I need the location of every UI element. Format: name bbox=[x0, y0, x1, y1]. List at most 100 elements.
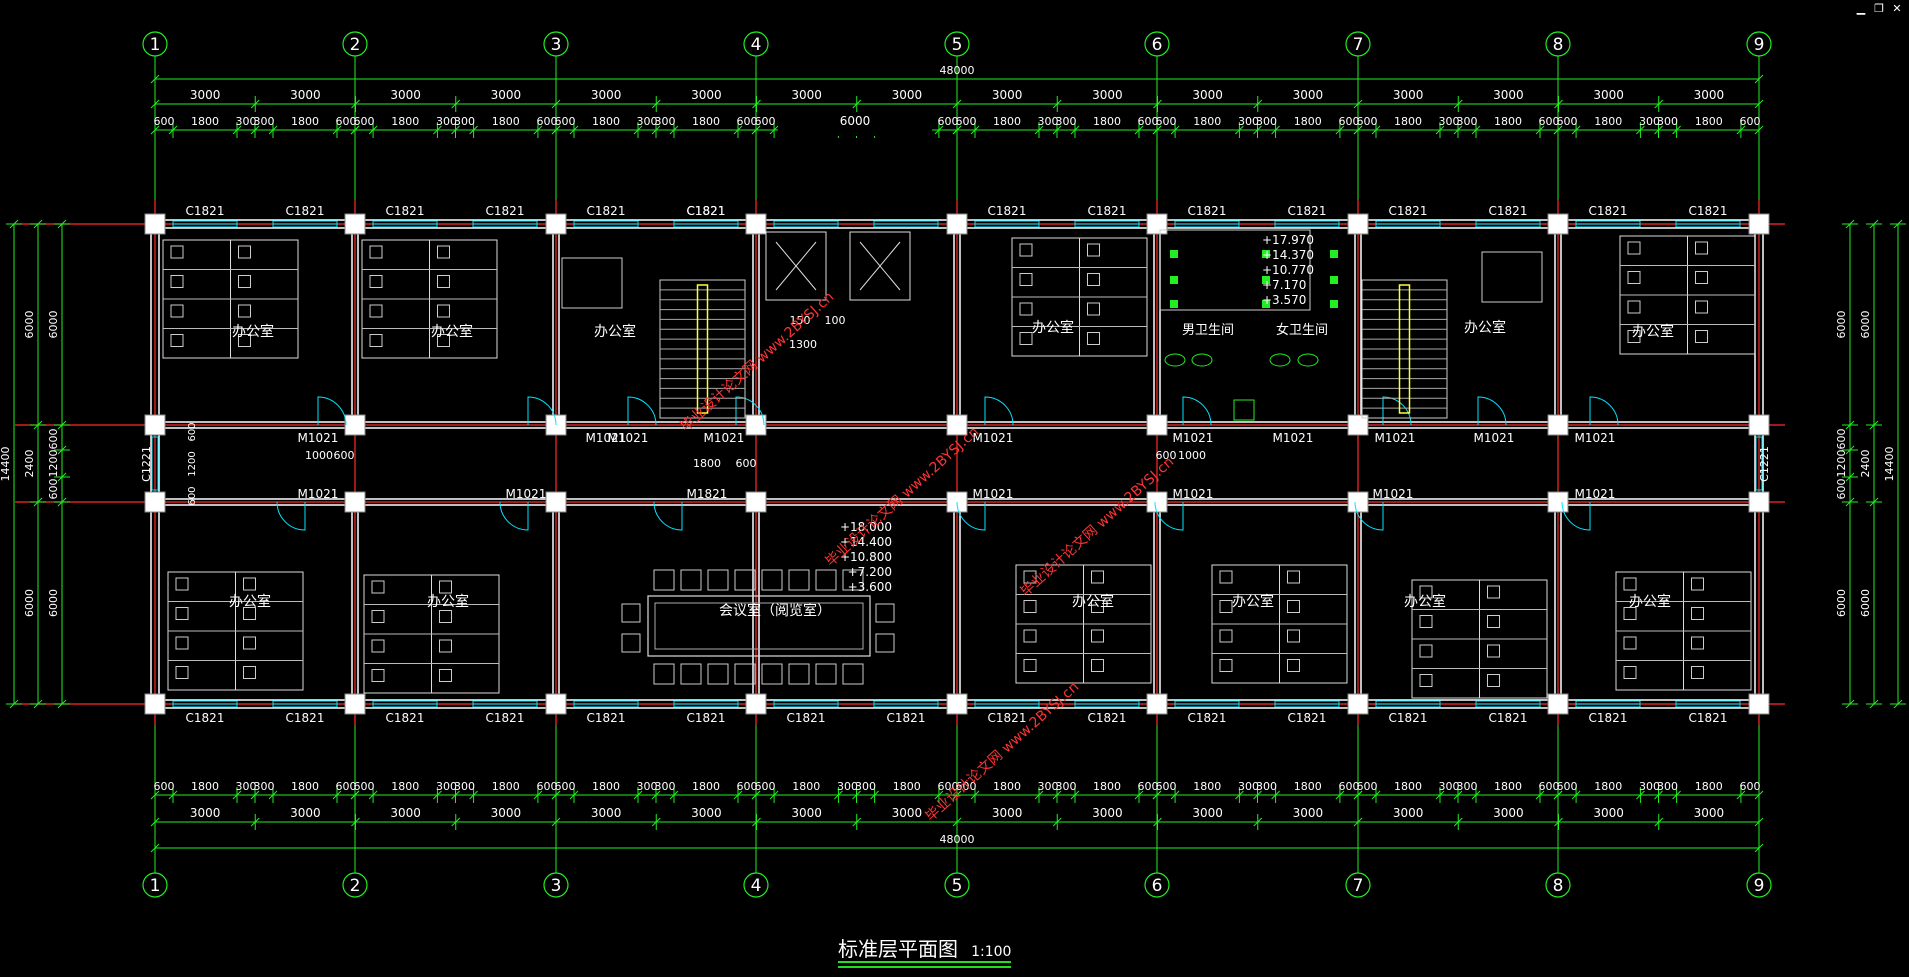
dim-openings-top-label: 600 bbox=[536, 115, 557, 128]
axis-label: 1 bbox=[150, 876, 161, 896]
dim-openings-bottom-label: 600 bbox=[354, 780, 375, 793]
dim-openings-bottom-label: 300 bbox=[436, 780, 457, 793]
watermark: 毕业设计论文网 www.2BYSJ.cn bbox=[1018, 454, 1178, 600]
minimize-button[interactable]: ▁ bbox=[1856, 2, 1866, 15]
dim-bays-top-label: 3000 bbox=[892, 88, 923, 102]
dim-openings-bottom-label: 600 bbox=[937, 780, 958, 793]
dim-bays-top-label: 3000 bbox=[190, 88, 221, 102]
office-chair bbox=[369, 275, 383, 288]
dim-openings-top-label: 300 bbox=[1256, 115, 1277, 128]
room-label-office: 办公室 bbox=[1632, 323, 1674, 340]
watermark: 毕业设计论文网 www.2BYSJ.cn bbox=[678, 289, 838, 435]
office-chair bbox=[1023, 629, 1037, 643]
dim-openings-bottom-label: 300 bbox=[1038, 780, 1059, 793]
window-tag: C1821 bbox=[887, 711, 926, 725]
dim-openings-bottom-label: 600 bbox=[536, 780, 557, 793]
conference-chair bbox=[621, 603, 641, 623]
window-tag: C1821 bbox=[1689, 204, 1728, 218]
office-chair bbox=[1695, 241, 1708, 255]
dim-openings-top-label: 600 bbox=[755, 115, 776, 128]
axis-label: 5 bbox=[952, 876, 963, 896]
column bbox=[344, 414, 366, 436]
dim-openings-bottom-label: 1800 bbox=[1695, 780, 1723, 793]
column bbox=[1748, 693, 1770, 715]
close-button[interactable]: ✕ bbox=[1892, 2, 1902, 15]
office-chair bbox=[170, 245, 184, 259]
dim-bays-top-label: 3000 bbox=[390, 88, 421, 102]
window-tag: C1821 bbox=[988, 711, 1027, 725]
dim-right-inner-label: 6000 bbox=[1835, 311, 1848, 339]
dim-openings-bottom-label: 600 bbox=[737, 780, 758, 793]
dim-left-inner-label: 6000 bbox=[47, 589, 60, 617]
window-tag: C1821 bbox=[1288, 711, 1327, 725]
dim-total-top-label: 48000 bbox=[940, 64, 975, 77]
office-chair bbox=[1419, 644, 1433, 658]
office-chair bbox=[1695, 330, 1708, 343]
dim-bays-top-label: 3000 bbox=[992, 88, 1023, 102]
dim-left-mid-label: 6000 bbox=[23, 589, 36, 617]
dim-openings-bottom-label: 300 bbox=[655, 780, 676, 793]
column bbox=[1547, 213, 1569, 235]
window-tag: C1821 bbox=[1389, 711, 1428, 725]
dim-left-inner-label: 600 bbox=[47, 429, 60, 450]
dim-openings-top-label: 1800 bbox=[1594, 115, 1622, 128]
dim-openings-top-label: 600 bbox=[1338, 115, 1359, 128]
restore-button[interactable]: ❐ bbox=[1874, 2, 1884, 15]
office-chair bbox=[170, 334, 184, 347]
dim-openings-top-label: 600 bbox=[555, 115, 576, 128]
office-chair bbox=[369, 334, 383, 347]
dim-openings-top-label: 1800 bbox=[1193, 115, 1221, 128]
dim-openings-bottom-label: 300 bbox=[254, 780, 275, 793]
window-tag: C1821 bbox=[286, 711, 325, 725]
window-tag: C1821 bbox=[1489, 204, 1528, 218]
conference-chair bbox=[815, 663, 837, 685]
door-m1021 bbox=[499, 501, 529, 531]
door-tag: M1021 bbox=[608, 431, 649, 445]
dim-openings-bottom-label: 1800 bbox=[1394, 780, 1422, 793]
office-chair bbox=[1487, 674, 1500, 687]
room-label-office: 办公室 bbox=[1072, 593, 1114, 610]
office-chair bbox=[1627, 241, 1641, 255]
dim-openings-top-label: 600 bbox=[1138, 115, 1159, 128]
dim-openings-bottom-label: 600 bbox=[1557, 780, 1578, 793]
dim-local: 600 bbox=[334, 449, 355, 462]
office-chair bbox=[371, 610, 385, 623]
conference-chair bbox=[875, 603, 895, 623]
dim-openings-top-label: 600 bbox=[1156, 115, 1177, 128]
dim-bays-bottom-label: 3000 bbox=[691, 806, 722, 820]
door-m1021 bbox=[1589, 396, 1619, 426]
dim-bays-top-label: 3000 bbox=[1593, 88, 1624, 102]
dim-openings-bottom-label: 300 bbox=[454, 780, 475, 793]
dim-openings-bottom-label: 1800 bbox=[191, 780, 219, 793]
office-chair bbox=[1287, 570, 1300, 584]
toilet-fixture bbox=[1170, 250, 1178, 258]
door-tag-m1821: M1821 bbox=[687, 487, 728, 501]
dim-openings-bottom-label: 1800 bbox=[592, 780, 620, 793]
column bbox=[1748, 213, 1770, 235]
floor-drain bbox=[1233, 399, 1255, 421]
elevator-x bbox=[859, 241, 901, 291]
column bbox=[745, 491, 767, 513]
conference-chair bbox=[842, 663, 864, 685]
door-tag: M1021 bbox=[1173, 487, 1214, 501]
dim-openings-top-label: 1800 bbox=[1494, 115, 1522, 128]
dim-bays-bottom-label: 3000 bbox=[791, 806, 822, 820]
toilet-fixture bbox=[1330, 250, 1338, 258]
dim-bays-top-label: 3000 bbox=[1092, 88, 1123, 102]
door-m1021 bbox=[527, 396, 557, 426]
window-tag: C1821 bbox=[486, 204, 525, 218]
conference-chair bbox=[621, 633, 641, 653]
door-m1021 bbox=[984, 396, 1014, 426]
door-tag: M1021 bbox=[1375, 431, 1416, 445]
dim-6000-stair: 6000 bbox=[840, 114, 871, 128]
door-tag: M1021 bbox=[973, 487, 1014, 501]
level-stair: +18.000 bbox=[840, 520, 892, 534]
window-tag: C1821 bbox=[1288, 204, 1327, 218]
office-chair bbox=[243, 636, 256, 650]
dim-openings-top-label: 300 bbox=[1038, 115, 1059, 128]
room-label-mens-toilet: 男卫生间 bbox=[1182, 323, 1234, 338]
conference-table-inner bbox=[654, 602, 864, 650]
office-chair bbox=[238, 275, 251, 288]
axis-label: 4 bbox=[751, 876, 762, 896]
